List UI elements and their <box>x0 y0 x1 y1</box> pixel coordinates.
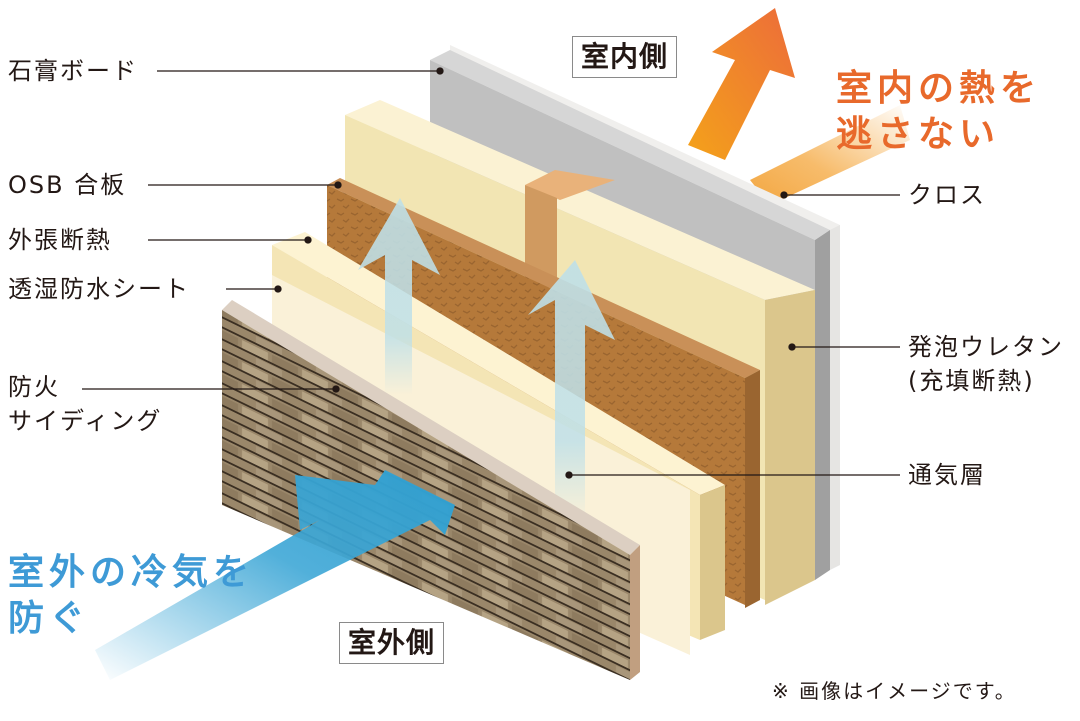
headline-indoor-heat: 室内の熱を 逃さない <box>836 66 1041 158</box>
image-disclaimer-note: ※ 画像はイメージです。 <box>772 679 1017 703</box>
label-gypsum-board: 石膏ボード <box>8 57 138 85</box>
cloth-layer-top <box>450 45 840 235</box>
label-exterior-insulation: 外張断熱 <box>8 226 112 254</box>
headline-indoor-heat-line1: 室内の熱を <box>836 68 1042 109</box>
exterior-insulation-side <box>700 485 725 640</box>
label-osb: OSB 合板 <box>8 171 127 199</box>
headline-outdoor-cold-line2: 防ぐ <box>8 598 91 639</box>
osb-top <box>327 178 760 378</box>
label-moisture-sheet: 透湿防水シート <box>8 275 190 303</box>
air-arrow-left <box>358 198 440 395</box>
indoor-side-label: 室内側 <box>572 36 678 78</box>
leader-lines <box>82 67 900 479</box>
label-cloth: クロス <box>908 181 986 209</box>
siding-top <box>222 300 640 555</box>
label-urethane-line2: (充填断熱) <box>908 367 1035 395</box>
urethane-top <box>345 100 815 300</box>
headline-indoor-heat-line2: 逃さない <box>836 114 1001 155</box>
label-urethane: 発泡ウレタン (充填断熱) <box>908 330 1064 398</box>
heat-fade-band <box>750 105 910 205</box>
stud-top <box>525 170 615 200</box>
stud-face <box>525 185 557 290</box>
outdoor-side-label: 室外側 <box>339 622 445 664</box>
urethane-side <box>765 290 815 605</box>
air-arrow-right <box>528 260 615 520</box>
cloth-layer-side <box>830 225 840 570</box>
osb-side <box>745 370 760 608</box>
label-siding-line2: サイディング <box>8 407 163 435</box>
headline-outdoor-cold: 室外の冷気を 防ぐ <box>8 550 254 642</box>
heat-arrow <box>688 8 795 160</box>
label-air-layer: 通気層 <box>908 461 986 489</box>
gypsum-board-side <box>815 230 830 580</box>
gypsum-board-top <box>430 50 830 240</box>
label-siding: 防火 サイディング <box>8 370 162 438</box>
cold-arrow <box>95 470 455 680</box>
label-urethane-line1: 発泡ウレタン <box>908 333 1064 361</box>
label-siding-line1: 防火 <box>8 373 60 401</box>
headline-outdoor-cold-line1: 室外の冷気を <box>8 552 255 593</box>
siding-side <box>630 545 640 680</box>
